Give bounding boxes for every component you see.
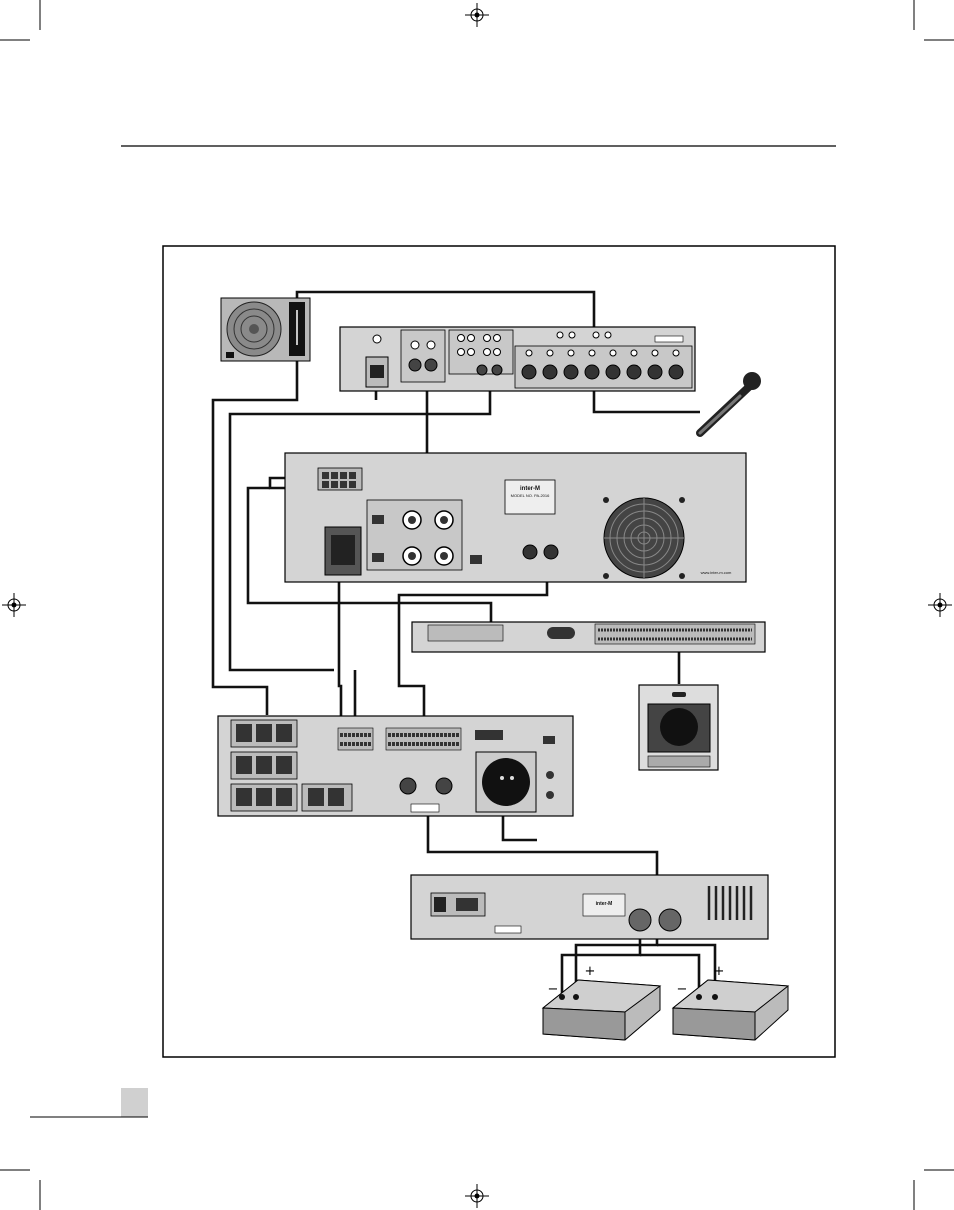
power-amplifier-rear-panel: inter-M MODEL NO. PA-2016 www.inter-m.co… xyxy=(285,453,746,582)
amplifier-model-label: MODEL NO. PA-2016 xyxy=(511,493,550,498)
amplifier-website-label: www.inter-m.com xyxy=(701,570,732,575)
registration-mark-icon xyxy=(2,593,26,617)
battery-2-plus-label: + xyxy=(714,964,725,979)
turntable-icon xyxy=(221,298,310,361)
battery-2-minus-label: − xyxy=(677,982,688,997)
battery-1-minus-label: − xyxy=(548,982,559,997)
battery-charger-rear-panel: inter-M xyxy=(411,875,768,939)
registration-mark-icon xyxy=(465,1184,489,1208)
registration-mark-icon xyxy=(928,593,952,617)
mixer-rear-panel xyxy=(340,327,695,391)
speaker-selector-rear-panel xyxy=(412,622,765,652)
power-supply-brand-label: inter-M xyxy=(596,901,613,907)
amplifier-brand-label: inter-M xyxy=(520,486,540,492)
page-number-tab xyxy=(121,1088,148,1117)
horn-speaker-icon xyxy=(639,685,718,770)
registration-mark-icon xyxy=(465,3,489,27)
power-supply-rear-panel xyxy=(218,716,573,816)
battery-1-plus-label: + xyxy=(585,964,596,979)
